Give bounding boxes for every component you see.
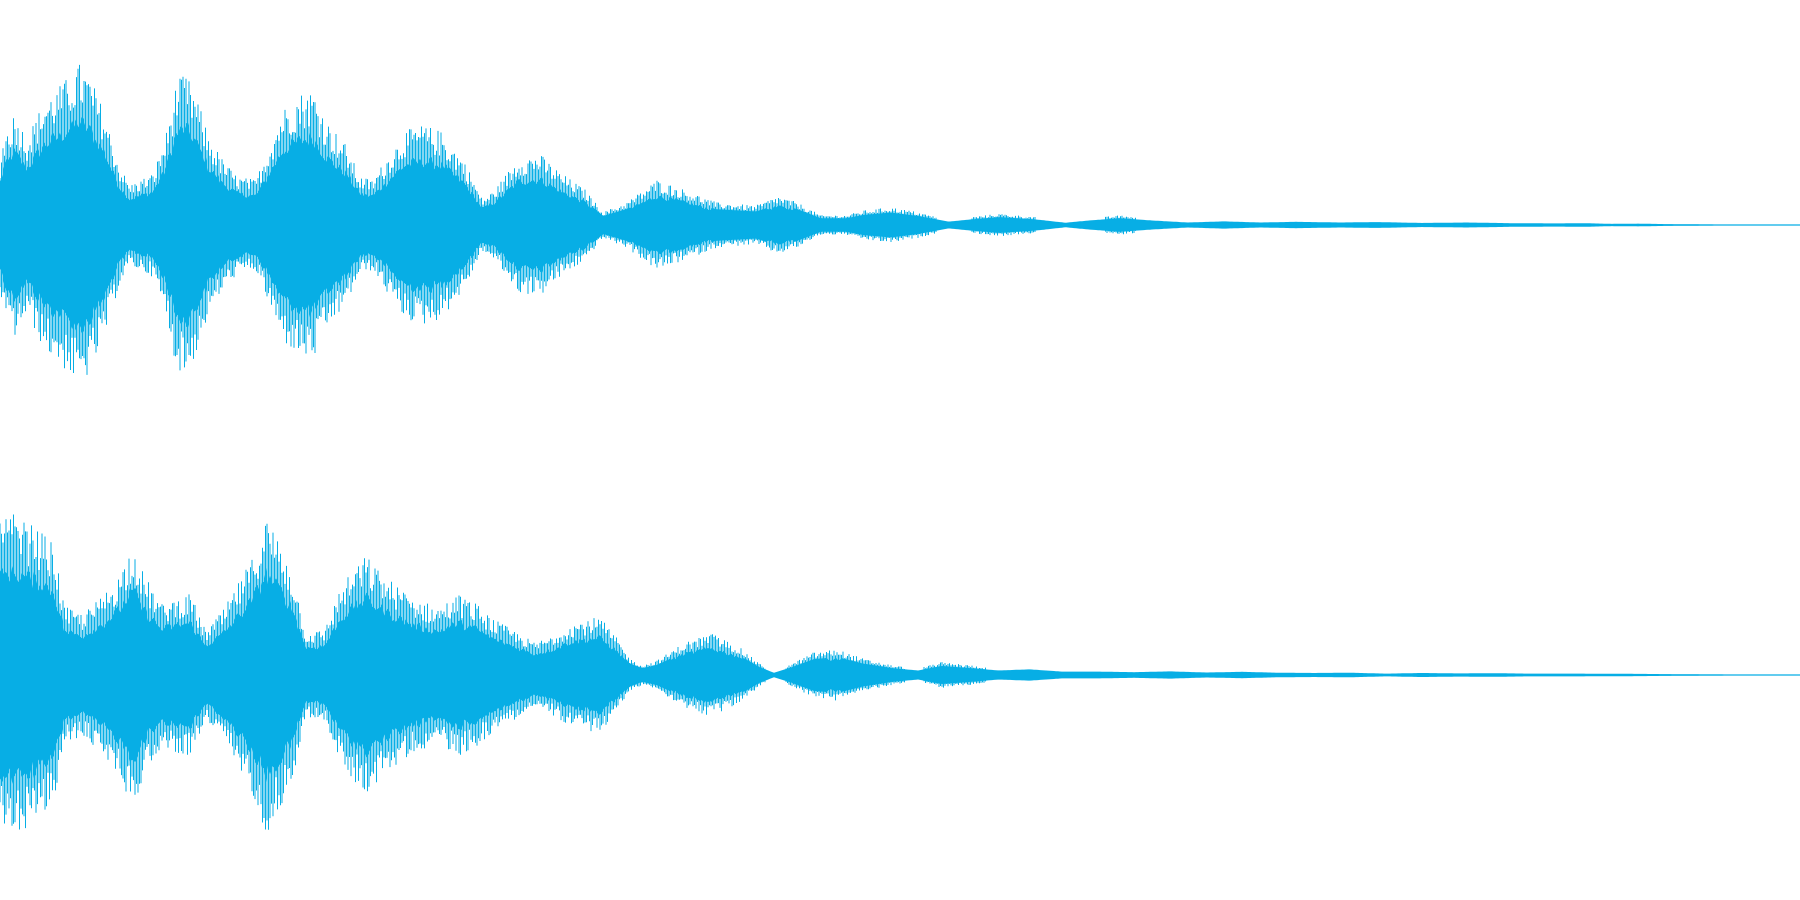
waveform-peaks xyxy=(0,514,986,830)
waveform-left-graphic xyxy=(0,64,1800,375)
waveform-right-graphic xyxy=(0,514,1800,830)
waveform-channel-left xyxy=(0,64,1800,375)
waveform-channel-right xyxy=(0,450,1800,900)
waveform-peaks xyxy=(0,64,1136,375)
